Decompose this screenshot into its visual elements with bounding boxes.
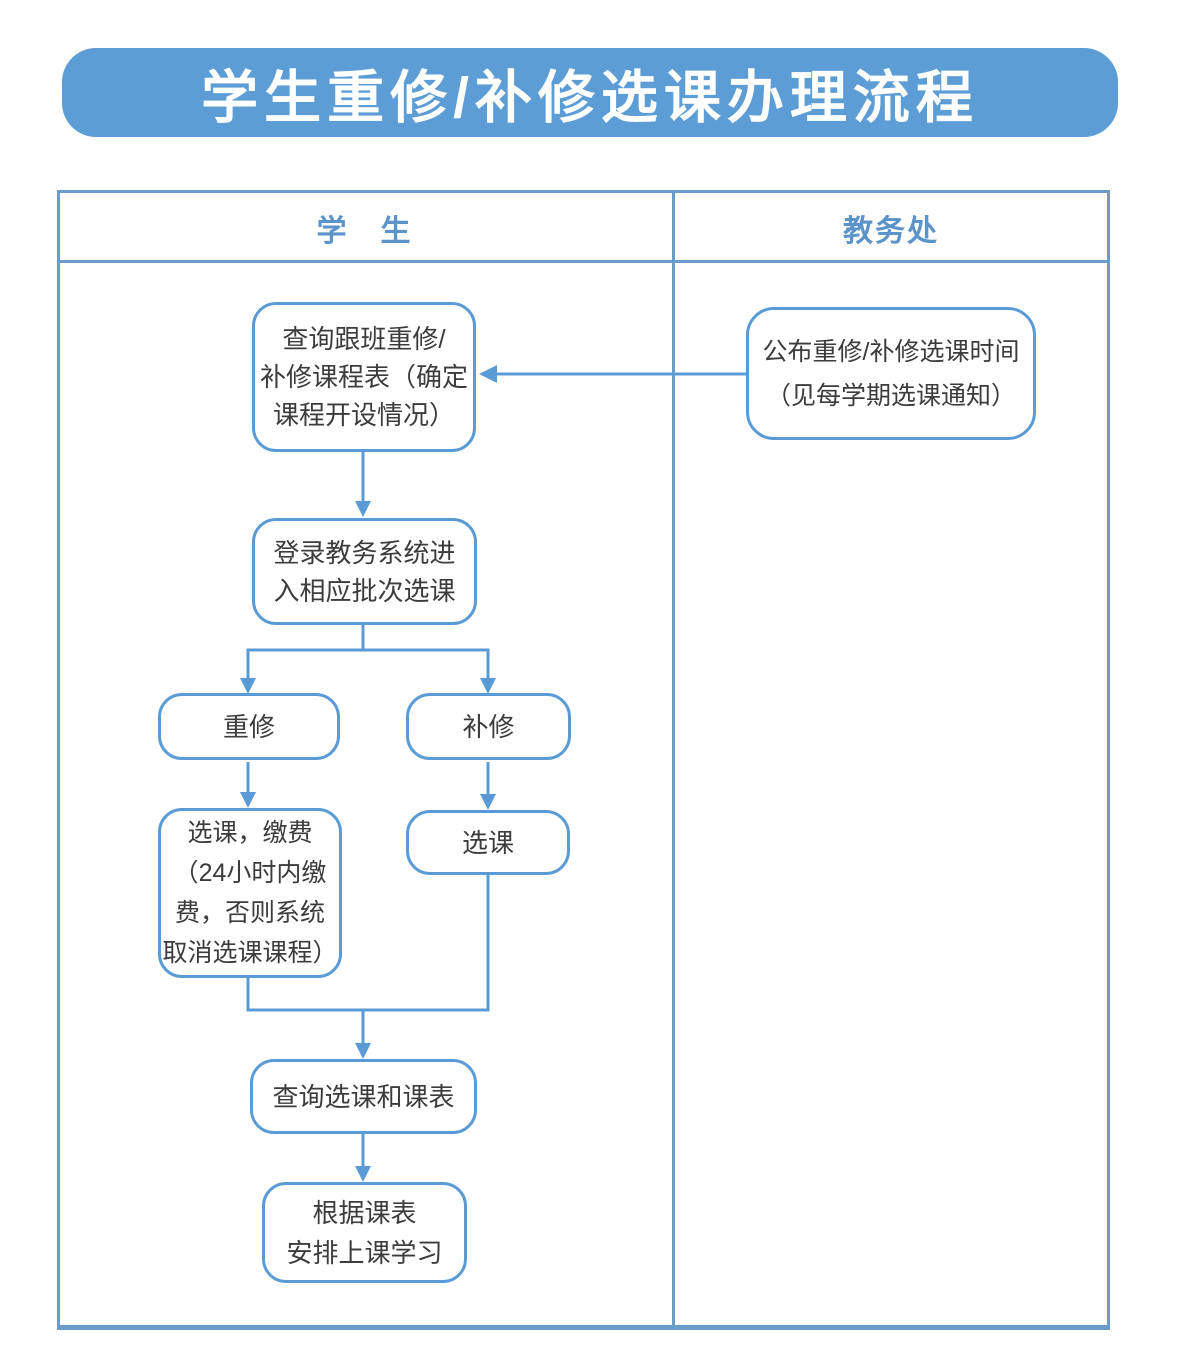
node-check-selection: 查询选课和课表 <box>250 1059 477 1134</box>
node-retake: 重修 <box>158 693 340 760</box>
lane-header-student: 学 生 <box>316 215 413 248</box>
page-title: 学生重修/补修选课办理流程 <box>201 65 979 130</box>
node-select-course: 选课 <box>406 810 570 875</box>
node-makeup: 补修 <box>406 693 571 760</box>
title-banner: 学生重修/补修选课办理流程 <box>62 48 1118 137</box>
swimlane-table <box>57 190 1110 1330</box>
swimlane-header-row <box>60 193 1107 263</box>
node-announce-time: 公布重修/补修选课时间 （见每学期选课通知） <box>746 307 1036 440</box>
lane-header-academic-office: 教务处 <box>843 215 939 248</box>
node-login-system: 登录教务系统进 入相应批次选课 <box>252 518 477 625</box>
swimlane-divider <box>672 193 675 1325</box>
node-attend-classes: 根据课表 安排上课学习 <box>262 1182 467 1283</box>
node-query-schedule: 查询跟班重修/ 补修课程表（确定 课程开设情况） <box>252 302 476 452</box>
node-select-and-pay: 选课，缴费 （24小时内缴 费，否则系统 取消选课课程） <box>158 808 342 978</box>
